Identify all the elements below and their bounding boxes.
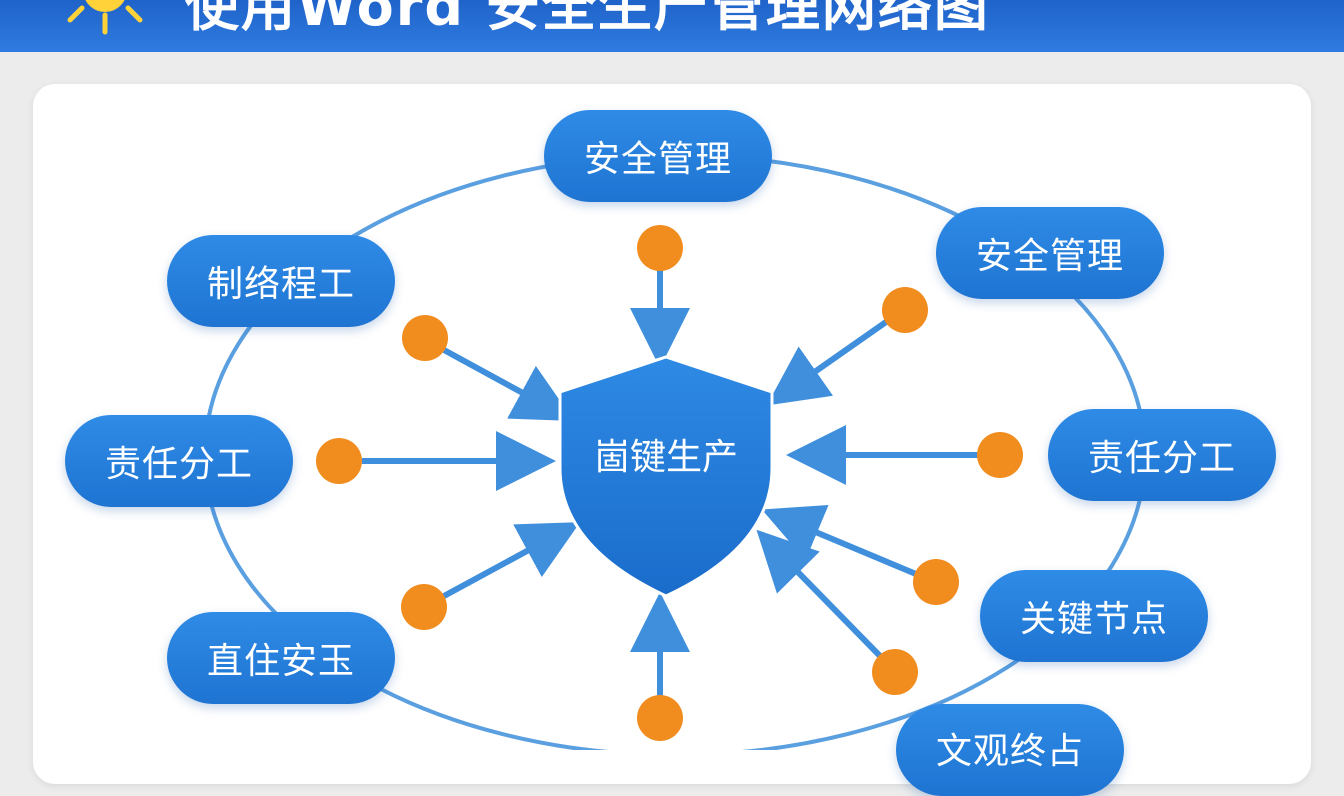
orange-dot-top-left — [402, 315, 448, 361]
arrow-bottom-right — [756, 529, 883, 659]
center-shield — [558, 355, 774, 598]
arrow-top-right — [766, 319, 888, 406]
orange-dot-bottom-right — [872, 649, 918, 695]
orange-dot-bottom — [637, 695, 683, 741]
orange-dot-right-lower — [913, 559, 959, 605]
orange-dot-top-right — [882, 287, 928, 333]
orange-dot-right — [977, 432, 1023, 478]
orange-dot-left — [316, 438, 362, 484]
header-banner: 使用Word 安全生产管理网络图 — [0, 0, 1344, 52]
arrow-bottom-left — [442, 522, 581, 599]
center-label: 崮键生产 — [593, 437, 738, 478]
arrow-top-left — [442, 347, 575, 421]
arrow-right-lower — [761, 504, 918, 577]
orange-dot-bottom-left — [401, 584, 447, 630]
node-responsibility-left: 责任分工 — [65, 415, 293, 507]
sun-icon — [67, 0, 143, 35]
node-bottom-right: 文观终占 — [896, 704, 1124, 796]
node-safety-management-top: 安全管理 — [544, 110, 772, 202]
node-safety-bottom-left: 直住安玉 — [167, 612, 395, 704]
node-responsibility-right: 责任分工 — [1048, 409, 1276, 501]
node-safety-management-right: 安全管理 — [936, 207, 1164, 299]
node-process-left: 制络程工 — [167, 235, 395, 327]
page-title: 使用Word 安全生产管理网络图 — [185, 0, 990, 38]
orange-dot-top — [637, 225, 683, 271]
node-key-points: 关键节点 — [980, 570, 1208, 662]
